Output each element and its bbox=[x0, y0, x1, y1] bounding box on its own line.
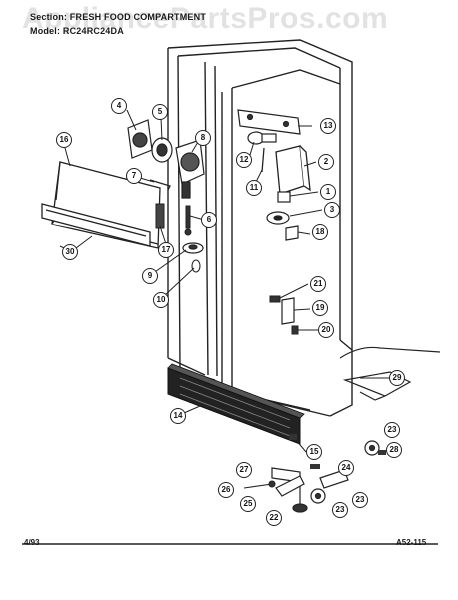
callout-28: 27 bbox=[236, 462, 252, 478]
callout-20: 20 bbox=[318, 322, 334, 338]
screw-6 bbox=[184, 205, 192, 236]
light-shield-disc bbox=[182, 242, 204, 254]
washer-3 bbox=[266, 211, 290, 225]
mullion-grille bbox=[167, 363, 305, 445]
clip-18 bbox=[285, 225, 299, 241]
light-socket bbox=[155, 203, 165, 229]
leader-lines bbox=[59, 109, 390, 453]
callout-17: 17 bbox=[158, 242, 174, 258]
pin-27 bbox=[243, 480, 276, 489]
callout-22: 22 bbox=[266, 510, 282, 526]
callout-18: 18 bbox=[312, 224, 328, 240]
control-knob-assembly bbox=[151, 137, 173, 163]
callout-11: 11 bbox=[246, 180, 262, 196]
callout-1: 1 bbox=[320, 184, 336, 200]
thermostat-bracket bbox=[127, 119, 153, 159]
cam-bushing bbox=[247, 131, 277, 145]
bracket-26 bbox=[275, 475, 305, 497]
callout-2: 2 bbox=[318, 154, 334, 170]
callout-8: 8 bbox=[195, 130, 211, 146]
callout-23-a: 23 bbox=[384, 422, 400, 438]
watermark: AppliancePartsPros.com bbox=[22, 2, 389, 35]
screw-25 bbox=[310, 464, 320, 469]
wire-clip bbox=[149, 179, 171, 191]
screw-21 bbox=[269, 295, 281, 303]
leveling-leg-22 bbox=[292, 486, 308, 513]
bushing-20 bbox=[291, 325, 299, 335]
footer-code: A52-115 bbox=[396, 538, 427, 547]
callout-9: 9 bbox=[142, 268, 158, 284]
callout-31: 30 bbox=[62, 244, 78, 260]
callout-27: 26 bbox=[218, 482, 234, 498]
hinge-bracket-top bbox=[237, 109, 301, 135]
hinge-pin-19 bbox=[281, 297, 295, 325]
roller-23b bbox=[310, 488, 326, 504]
switch-housing bbox=[275, 145, 311, 195]
callout-30: 29 bbox=[389, 370, 405, 386]
callout-23-b: 23 bbox=[332, 502, 348, 518]
callout-5: 5 bbox=[152, 104, 168, 120]
door-switch-lever bbox=[261, 147, 265, 173]
bulb bbox=[191, 259, 201, 273]
callout-10: 10 bbox=[153, 292, 169, 308]
callout-4: 4 bbox=[111, 98, 127, 114]
callout-29: 28 bbox=[386, 442, 402, 458]
callout-24: 23 bbox=[352, 492, 368, 508]
trim-strip bbox=[41, 203, 151, 247]
screw-29 bbox=[378, 450, 386, 455]
drain-trough bbox=[339, 346, 441, 401]
callout-15: 15 bbox=[306, 444, 322, 460]
callout-3: 3 bbox=[324, 202, 340, 218]
callout-19: 19 bbox=[312, 300, 328, 316]
switch-1 bbox=[277, 191, 291, 203]
roller-23a bbox=[364, 440, 380, 456]
callout-16: 16 bbox=[56, 132, 72, 148]
screw-15 bbox=[289, 434, 297, 440]
callout-25: 24 bbox=[338, 460, 354, 476]
callout-6: 6 bbox=[201, 212, 217, 228]
section-title: Section: FRESH FOOD COMPARTMENT bbox=[30, 12, 207, 22]
footer-date: 4/93 bbox=[24, 538, 40, 547]
callout-12: 12 bbox=[236, 152, 252, 168]
callout-7: 7 bbox=[126, 168, 142, 184]
damper-control bbox=[175, 139, 205, 199]
callout-14: 14 bbox=[170, 408, 186, 424]
callout-13: 13 bbox=[320, 118, 336, 134]
callout-26: 25 bbox=[240, 496, 256, 512]
fresh-food-liner bbox=[167, 39, 353, 417]
callout-21: 21 bbox=[310, 276, 326, 292]
model-line: Model: RC24RC24DA bbox=[30, 26, 124, 36]
